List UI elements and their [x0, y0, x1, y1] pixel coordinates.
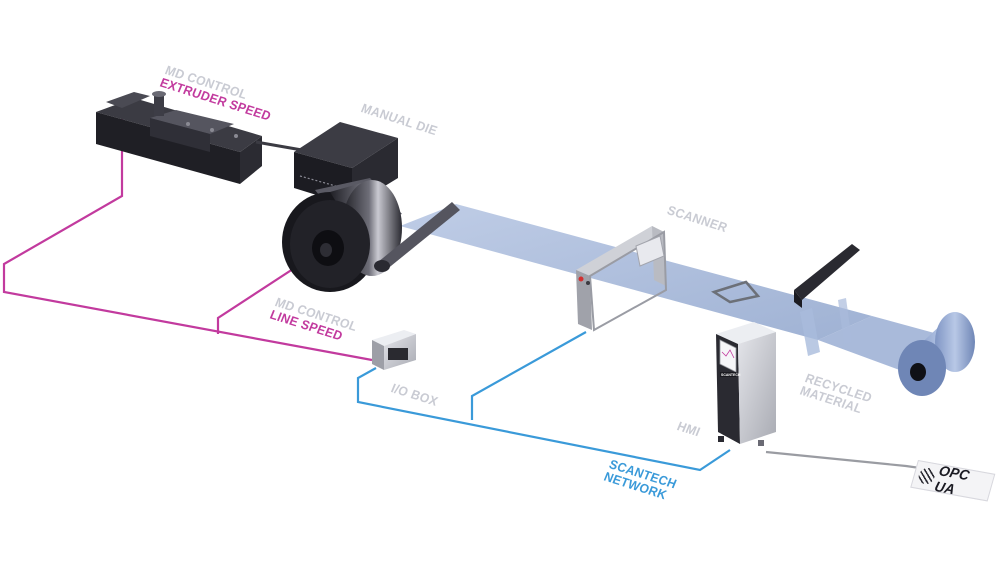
winder-roll-icon — [898, 312, 975, 396]
film-web — [400, 204, 872, 340]
opc-ua-logo-icon — [916, 466, 937, 486]
guide-roll-icon — [374, 202, 460, 272]
scantech-network-wiring — [356, 331, 731, 472]
recycled-strip-2 — [838, 298, 852, 344]
recycled-strip — [800, 308, 820, 356]
scanner-frame-icon — [576, 226, 761, 332]
extruder-machine-icon — [96, 91, 303, 184]
extruder-signal-line — [2, 112, 373, 362]
line-speed-signal-line — [216, 253, 317, 334]
io-box-network-line — [356, 367, 731, 472]
scanner-network-line — [470, 331, 587, 420]
md-control-wiring — [2, 112, 373, 362]
hmi-cabinet-icon: SCANTECH — [716, 322, 776, 446]
edge-trim-icon — [794, 244, 860, 308]
chill-roll-icon — [282, 178, 402, 292]
opc-ua-signal-line — [765, 450, 921, 470]
io-box-icon — [372, 330, 416, 370]
hmi-brand-text: SCANTECH — [721, 373, 741, 377]
